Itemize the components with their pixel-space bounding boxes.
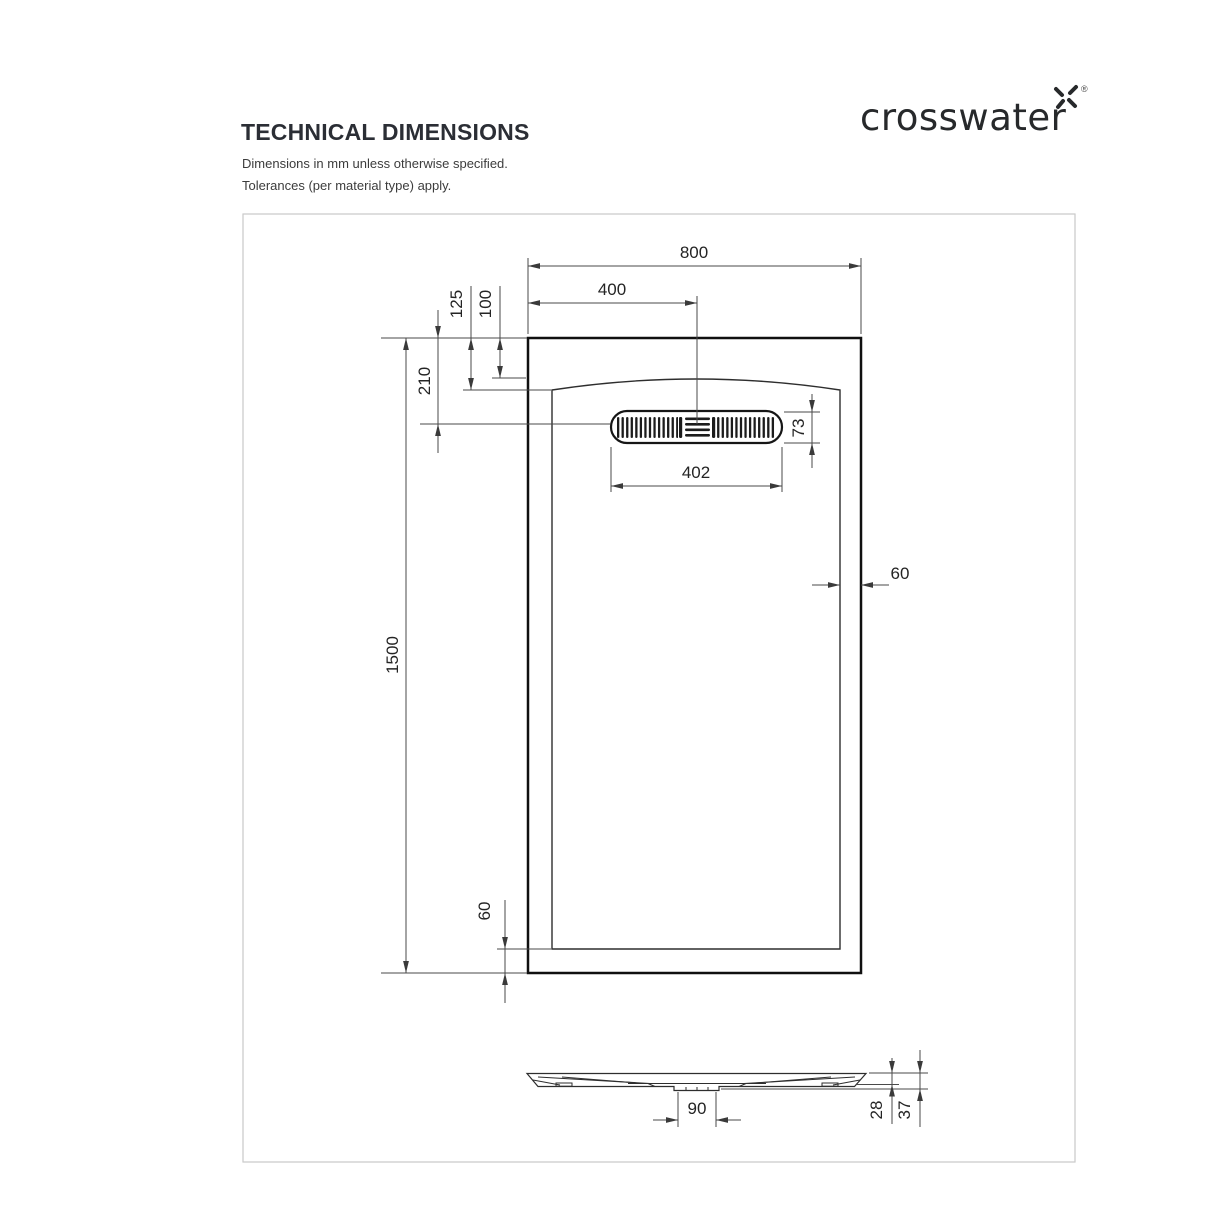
dim-label-90: 90: [688, 1099, 707, 1118]
dim-label-28: 28: [867, 1101, 886, 1120]
dim-label-60-side: 60: [891, 564, 910, 583]
dim-label-210: 210: [415, 367, 434, 395]
tray-outer-outline: [526, 336, 863, 975]
dim-label-1500: 1500: [383, 636, 402, 674]
dim-label-73: 73: [789, 419, 808, 438]
extension-lines: [381, 258, 862, 974]
dimension-waste-outlet-width: 90: [653, 1099, 741, 1123]
dimension-overall-width: 800: [528, 243, 861, 269]
dim-label-800: 800: [680, 243, 708, 262]
dim-label-125: 125: [447, 290, 466, 318]
drawing-frame: [242, 213, 1076, 1163]
note-tolerances: Tolerances (per material type) apply.: [242, 178, 452, 193]
page-title: TECHNICAL DIMENSIONS: [241, 119, 530, 145]
dimension-side-border: 60: [812, 564, 910, 588]
tray-inner-outline: [551, 378, 841, 950]
dimension-edge-to-inner-centre: 100: [476, 286, 503, 378]
registered-trademark-symbol: ®: [1081, 84, 1088, 94]
dimension-overall-length: 1500: [383, 338, 409, 973]
dimension-edge-height: 28: [867, 1058, 895, 1124]
dim-label-400: 400: [598, 280, 626, 299]
brand-x-icon: [1054, 85, 1078, 109]
dim-label-60-bottom: 60: [475, 902, 494, 921]
dimension-top-to-waste-centre: 210: [415, 310, 441, 453]
tray-profile-outline: [525, 1072, 868, 1092]
section-view: 90 28 37: [525, 1050, 928, 1127]
dimension-waste-cover-length: 402: [611, 463, 782, 489]
dimension-overall-height: 37: [895, 1050, 923, 1127]
dimension-waste-centre-x: 400: [528, 280, 697, 306]
drawing-notes: Dimensions in mm unless otherwise specif…: [242, 153, 508, 197]
dim-label-402: 402: [682, 463, 710, 482]
brand-logo-text: crosswater: [860, 96, 1067, 139]
dimension-waste-cover-width: 73: [789, 394, 815, 468]
dimension-bottom-border: 60: [475, 900, 508, 1003]
dim-label-100: 100: [476, 290, 495, 318]
plan-view: 800 400 125 100: [381, 243, 909, 1003]
note-units: Dimensions in mm unless otherwise specif…: [242, 156, 508, 171]
dim-label-37: 37: [895, 1101, 914, 1120]
tray-profile-detail: [532, 1076, 861, 1090]
dimension-edge-to-inner-side: 125: [447, 286, 474, 390]
